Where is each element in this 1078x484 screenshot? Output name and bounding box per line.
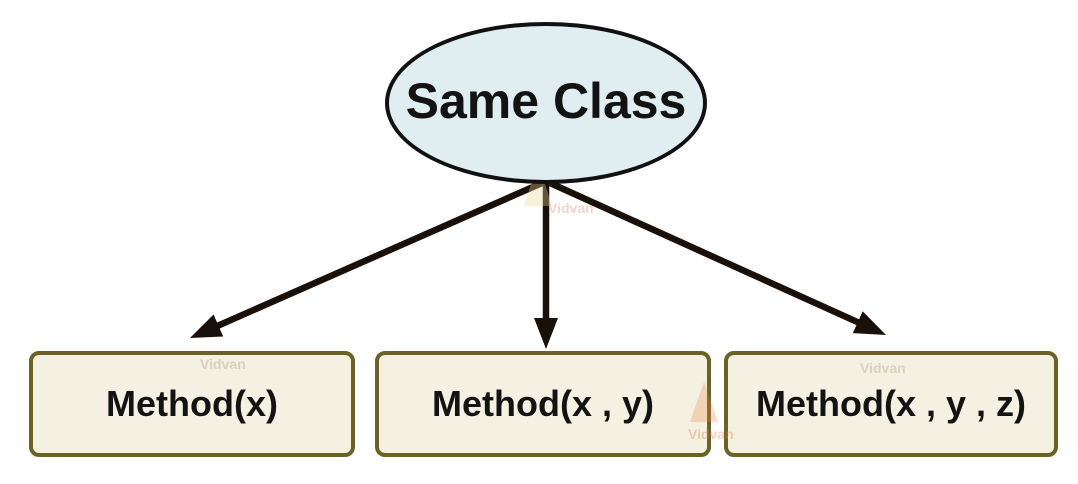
arrow-line — [214, 180, 544, 330]
arrow-head-icon — [190, 314, 224, 338]
root-node-same-class: Same Class — [385, 22, 707, 184]
method-node-x-y: Method(x , y) — [375, 351, 711, 457]
arrow-head-icon — [534, 318, 558, 349]
method-node-label: Method(x , y) — [432, 383, 654, 424]
root-node-label: Same Class — [405, 73, 687, 129]
watermark-text: Vidvan — [548, 200, 594, 216]
method-node-x-y-z: Method(x , y , z) — [724, 351, 1058, 457]
method-node-label: Method(x , y , z) — [756, 383, 1026, 424]
method-node-label: Method(x) — [106, 383, 278, 424]
method-node-x: Method(x) — [29, 351, 355, 457]
arrow-line — [548, 180, 862, 327]
arrow-head-icon — [852, 311, 886, 335]
